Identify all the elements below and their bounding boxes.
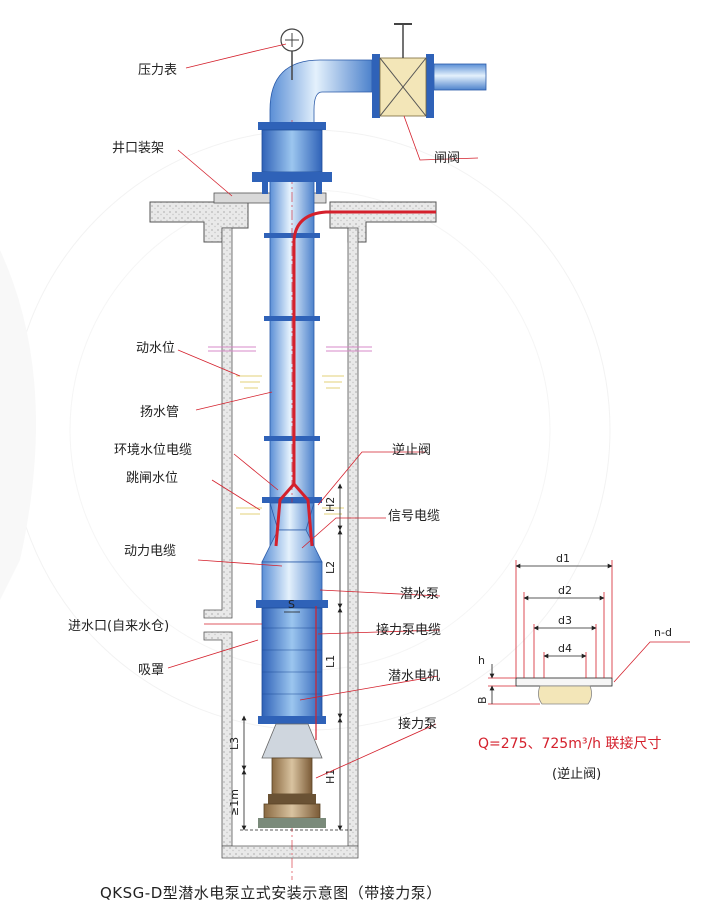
flange-h: h — [478, 654, 485, 667]
label-power-cable: 动力电缆 — [124, 543, 176, 559]
pressure-gauge-icon — [280, 28, 304, 80]
label-signal-cable: 信号电缆 — [388, 508, 440, 524]
label-check-valve: 逆止阀 — [392, 442, 431, 458]
flange-d1: d1 — [556, 552, 570, 565]
dimension-lines — [240, 483, 352, 831]
dim-h1: H1 — [324, 769, 337, 784]
label-water-inlet: 进水口(自来水仓) — [68, 619, 169, 634]
label-submersible-motor: 潜水电机 — [388, 669, 440, 684]
dim-min-clear: ≥1m — [228, 789, 241, 816]
figure-caption: QKSG-D型潜水电泵立式安装示意图（带接力泵） — [100, 884, 442, 902]
flange-d4: d4 — [558, 642, 572, 655]
label-trip-water-level: 跳闸水位 — [126, 471, 178, 486]
water-level-marks — [208, 346, 372, 352]
flange-spec-sub: (逆止阀) — [552, 766, 601, 782]
dimension-labels: H2 L2 L1 H1 L3 ≥1m S — [228, 497, 337, 816]
label-booster-cable: 接力泵电缆 — [376, 622, 441, 638]
flange-d3: d3 — [558, 614, 572, 627]
dim-l3: L3 — [228, 737, 241, 750]
dim-h2: H2 — [324, 497, 337, 512]
component-labels: 压力表 井口装架 闸阀 动水位 扬水管 环境水位电缆 跳闸水位 逆止阀 信号电缆… — [68, 63, 460, 732]
label-submersible-pump: 潜水泵 — [400, 587, 439, 602]
flange-nd: n-d — [654, 626, 672, 639]
label-ambient-level-cable: 环境水位电缆 — [114, 442, 192, 458]
label-wellhead-frame: 井口装架 — [112, 141, 164, 156]
leader-lines — [167, 43, 479, 779]
label-dynamic-water-level: 动水位 — [136, 341, 175, 356]
label-pressure-gauge: 压力表 — [138, 63, 177, 78]
label-booster-pump: 接力泵 — [398, 716, 437, 732]
flange-d2: d2 — [558, 584, 572, 597]
flange-detail: d1 d2 d3 d4 n-d h B Q=275、725m³/h 联接尺寸 (… — [476, 552, 690, 782]
label-suction-hood: 吸罩 — [138, 663, 164, 678]
booster-pump-body — [258, 723, 326, 828]
label-riser-pipe: 扬水管 — [140, 405, 179, 420]
flange-spec-note: Q=275、725m³/h 联接尺寸 — [478, 735, 661, 752]
dim-s: S — [288, 598, 295, 611]
submersible-pump-body — [256, 529, 328, 724]
wellhead-frame — [252, 122, 332, 194]
label-gate-valve: 闸阀 — [434, 151, 460, 166]
flange-b: B — [476, 696, 489, 704]
dim-l2: L2 — [324, 561, 337, 574]
dim-l1: L1 — [324, 655, 337, 668]
gate-valve-icon — [372, 23, 434, 118]
power-cable — [274, 210, 436, 547]
